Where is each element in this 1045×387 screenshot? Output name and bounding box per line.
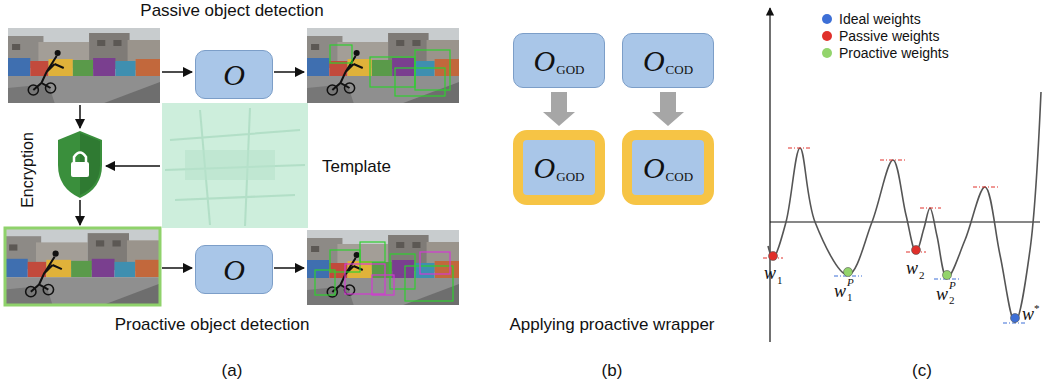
illustration-part: [345, 264, 385, 294]
panel-tag: (c): [912, 362, 932, 379]
weight-dot: [912, 246, 921, 255]
detector-box: OCOD: [622, 33, 714, 88]
level-dash: [788, 148, 812, 149]
illustration-part: [162, 103, 308, 228]
illustration-part: [58, 131, 102, 198]
legend-entry: Passive weights: [822, 29, 939, 43]
illustration-part: [769, 8, 770, 342]
flow-arrow: [274, 71, 304, 73]
weight-dot: [943, 271, 952, 280]
legend-dot: [822, 14, 832, 24]
template-image: [162, 103, 308, 228]
panel-caption: Proactive object detection: [115, 316, 310, 333]
illustration-part: [185, 150, 275, 180]
level-dash: [973, 187, 998, 188]
weight-label: w: [834, 282, 846, 300]
weight-label: w: [764, 264, 776, 282]
flow-arrow: [162, 267, 192, 269]
weight-label: *: [1034, 303, 1040, 314]
legend-dot: [822, 31, 832, 41]
operator-subscript: GOD: [556, 170, 584, 183]
weight-label: w: [1022, 305, 1034, 323]
illustration-part: [420, 252, 450, 274]
weight-label: 1: [777, 275, 783, 286]
input-photo: [8, 28, 160, 103]
flow-arrow: [106, 165, 160, 167]
operator-subscript: COD: [666, 170, 693, 183]
legend-dot: [822, 48, 832, 58]
level-dash: [920, 208, 941, 209]
wrapped-detector-box: OGOD: [513, 130, 605, 205]
illustration-part: [770, 221, 1040, 222]
output-photo: [307, 230, 459, 305]
weight-label: w: [906, 259, 918, 277]
illustration-part: [165, 108, 305, 226]
passive-detections: [330, 45, 450, 96]
illustration-part: [372, 275, 394, 295]
illustration-part: [395, 68, 445, 96]
weight-label: 2: [919, 270, 925, 281]
flow-arrow: [274, 267, 304, 269]
legend-text: Proactive weights: [839, 46, 949, 60]
panel-tag: (b): [602, 362, 623, 379]
illustration-part: [405, 266, 453, 301]
photo-frame: [5, 228, 160, 305]
operator-subscript: COD: [666, 63, 693, 76]
panel-caption: Passive object detection: [140, 2, 323, 19]
illustration-part: [315, 270, 335, 295]
flow-arrow: [79, 105, 81, 128]
illustration-part: [330, 45, 352, 63]
operator-symbol: O: [643, 153, 665, 183]
operator-symbol: O: [223, 60, 245, 90]
encrypted-photo: [5, 228, 160, 305]
illustration-part: [71, 162, 89, 177]
illustration-part: [370, 57, 415, 87]
operator-symbol: O: [534, 46, 556, 76]
detector-box: OGOD: [513, 33, 605, 88]
flow-arrow: [162, 71, 192, 73]
operator-symbol: O: [643, 46, 665, 76]
operator-symbol: O: [534, 153, 556, 183]
detector-box: O: [195, 50, 273, 99]
output-photo: [307, 28, 459, 103]
block-arrow: [652, 92, 684, 126]
level-dash: [880, 160, 906, 161]
legend-entry: Proactive weights: [822, 46, 949, 60]
detector-box: O: [195, 245, 273, 294]
panel-caption: Encryption: [20, 132, 36, 208]
weight-label: P: [847, 277, 854, 288]
weight-label: 2: [949, 295, 955, 306]
weight-label: 1: [847, 292, 853, 303]
block-arrow: [543, 92, 575, 126]
operator-subscript: GOD: [556, 63, 584, 76]
legend-text: Passive weights: [839, 29, 939, 43]
panel-caption: Applying proactive wrapper: [509, 316, 714, 333]
proactive-detections: [315, 242, 453, 301]
weight-label: P: [949, 280, 956, 291]
illustration-part: [360, 242, 385, 262]
loss-landscape: [763, 8, 1041, 342]
weight-label: w: [936, 285, 948, 303]
weight-dot: [1011, 314, 1020, 323]
legend-text: Ideal weights: [839, 12, 921, 26]
illustration-part: [415, 50, 450, 90]
loss-curve: [768, 92, 1041, 322]
weight-dot: [844, 268, 853, 277]
wrapped-detector-box: OCOD: [622, 130, 714, 205]
lock-shield-icon: [58, 131, 102, 198]
flow-arrow: [79, 200, 81, 225]
legend-entry: Ideal weights: [822, 12, 921, 26]
weight-dot: [769, 252, 778, 261]
illustration-part: [74, 153, 86, 164]
panel-tag: (a): [222, 362, 243, 379]
panel-caption: Template: [322, 158, 391, 175]
operator-symbol: O: [223, 255, 245, 285]
